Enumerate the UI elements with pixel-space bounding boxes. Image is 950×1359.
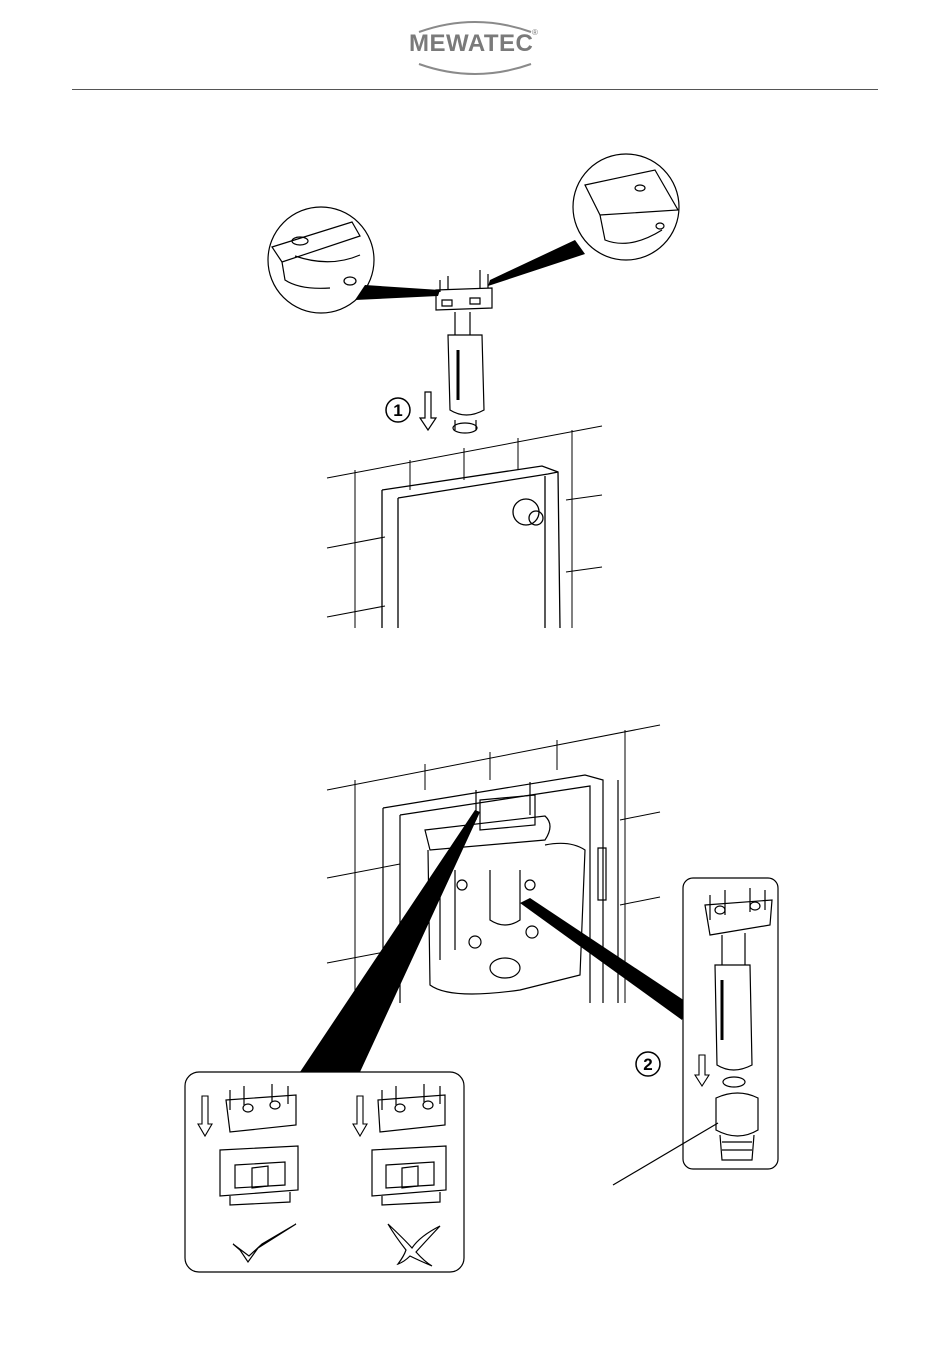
step-number-2: 2 [643, 1055, 652, 1074]
step-marker-2: 2 [636, 1052, 660, 1076]
detail-leader-beams [300, 810, 688, 1072]
open-cistern-frame [383, 775, 618, 1003]
bracket-detail-box [185, 1072, 464, 1272]
valve-detail-box: 2 [636, 878, 778, 1169]
